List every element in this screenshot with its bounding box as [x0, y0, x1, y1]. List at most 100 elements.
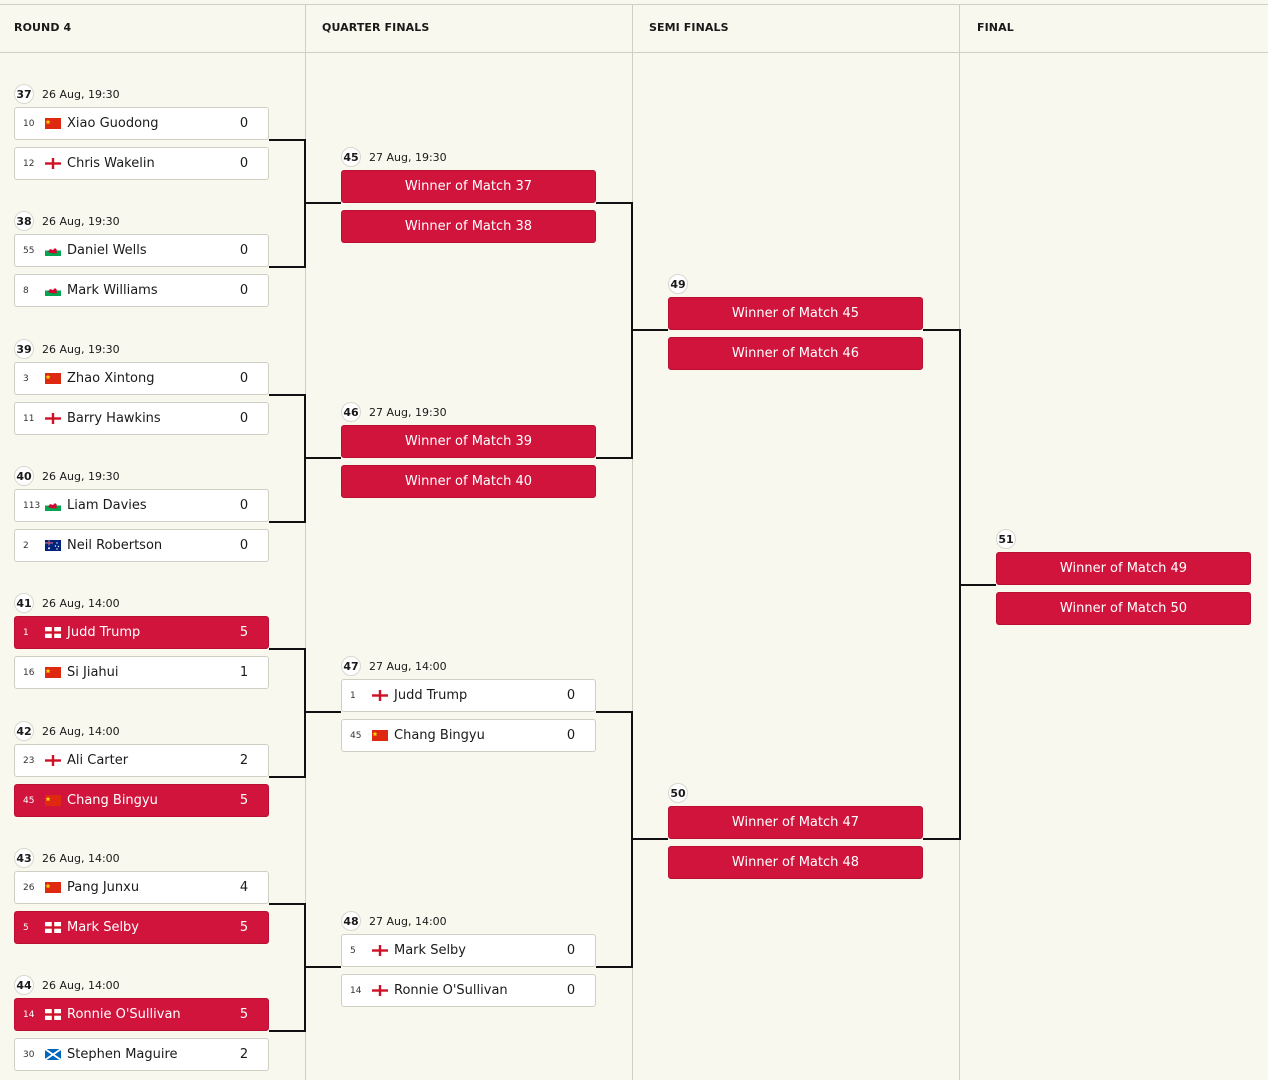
england-flag-icon: [372, 985, 388, 996]
placeholder-slot[interactable]: Winner of Match 37: [341, 170, 596, 203]
bracket-connector: [596, 966, 632, 968]
bracket-connector: [269, 1030, 305, 1032]
china-flag-icon: [45, 373, 61, 384]
match-number-badge: 40: [14, 466, 34, 486]
player-name: Neil Robertson: [67, 538, 163, 553]
match-number-badge: 41: [14, 593, 34, 613]
scotland-flag-icon: [45, 1049, 61, 1060]
column-round4: [0, 4, 306, 1080]
player-seed: 11: [23, 413, 35, 424]
placeholder-slot[interactable]: Winner of Match 45: [668, 297, 923, 330]
placeholder-slot[interactable]: Winner of Match 47: [668, 806, 923, 839]
player-name: Daniel Wells: [67, 243, 147, 258]
england-flag-icon: [45, 627, 61, 638]
match-date: 27 Aug, 19:30: [369, 405, 447, 419]
match-header: 45 27 Aug, 19:30: [341, 147, 447, 167]
match-number-badge: 48: [341, 911, 361, 931]
match-date: 27 Aug, 14:00: [369, 659, 447, 673]
placeholder-slot[interactable]: Winner of Match 39: [341, 425, 596, 458]
match-date: 26 Aug, 19:30: [42, 469, 120, 483]
china-flag-icon: [372, 730, 388, 741]
bracket-connector: [596, 202, 632, 204]
bracket-connector: [269, 648, 305, 650]
player-score: 4: [239, 880, 249, 895]
match-header: 51: [996, 529, 1016, 549]
player-seed: 3: [23, 373, 29, 384]
placeholder-slot[interactable]: Winner of Match 46: [668, 337, 923, 370]
player-name: Zhao Xintong: [67, 371, 155, 386]
match-date: 27 Aug, 14:00: [369, 914, 447, 928]
match-number-badge: 38: [14, 211, 34, 231]
player-name: Si Jiahui: [67, 665, 119, 680]
match-number-badge: 44: [14, 975, 34, 995]
wales-flag-icon: [45, 285, 61, 296]
player-score: 0: [239, 156, 249, 171]
bracket-connector: [632, 838, 668, 840]
match-date: 26 Aug, 14:00: [42, 978, 120, 992]
placeholder-slot[interactable]: Winner of Match 40: [341, 465, 596, 498]
match-number-badge: 45: [341, 147, 361, 167]
china-flag-icon: [45, 882, 61, 893]
bracket-connector: [269, 139, 305, 141]
bracket-connector: [269, 903, 305, 905]
player-seed: 45: [23, 795, 35, 806]
match-header: 48 27 Aug, 14:00: [341, 911, 447, 931]
match-date: 26 Aug, 19:30: [42, 87, 120, 101]
player-score: 0: [566, 688, 576, 703]
player-seed: 30: [23, 1049, 35, 1060]
match-date: 26 Aug, 14:00: [42, 724, 120, 738]
player-name: Judd Trump: [67, 625, 141, 640]
bracket-connector: [960, 584, 996, 586]
match-header: 40 26 Aug, 19:30: [14, 466, 120, 486]
placeholder-slot[interactable]: Winner of Match 50: [996, 592, 1251, 625]
player-name: Ronnie O'Sullivan: [394, 983, 508, 998]
bracket-connector: [269, 521, 305, 523]
player-name: Mark Selby: [67, 920, 139, 935]
column-header-round4: ROUND 4: [14, 21, 72, 34]
match-date: 27 Aug, 19:30: [369, 150, 447, 164]
player-score: 0: [566, 943, 576, 958]
player-name: Ali Carter: [67, 753, 129, 768]
england-flag-icon: [45, 922, 61, 933]
match-number-badge: 51: [996, 529, 1016, 549]
placeholder-slot[interactable]: Winner of Match 49: [996, 552, 1251, 585]
player-score: 0: [239, 498, 249, 513]
player-score: 0: [239, 283, 249, 298]
player-row[interactable]: 3 Zhao Xintong 0: [14, 362, 269, 395]
placeholder-slot[interactable]: Winner of Match 48: [668, 846, 923, 879]
match-number-badge: 49: [668, 274, 688, 294]
player-name: Ronnie O'Sullivan: [67, 1007, 181, 1022]
england-flag-icon: [372, 945, 388, 956]
england-flag-icon: [45, 1009, 61, 1020]
player-score: 0: [239, 371, 249, 386]
player-seed: 1: [350, 690, 356, 701]
placeholder-slot[interactable]: Winner of Match 38: [341, 210, 596, 243]
